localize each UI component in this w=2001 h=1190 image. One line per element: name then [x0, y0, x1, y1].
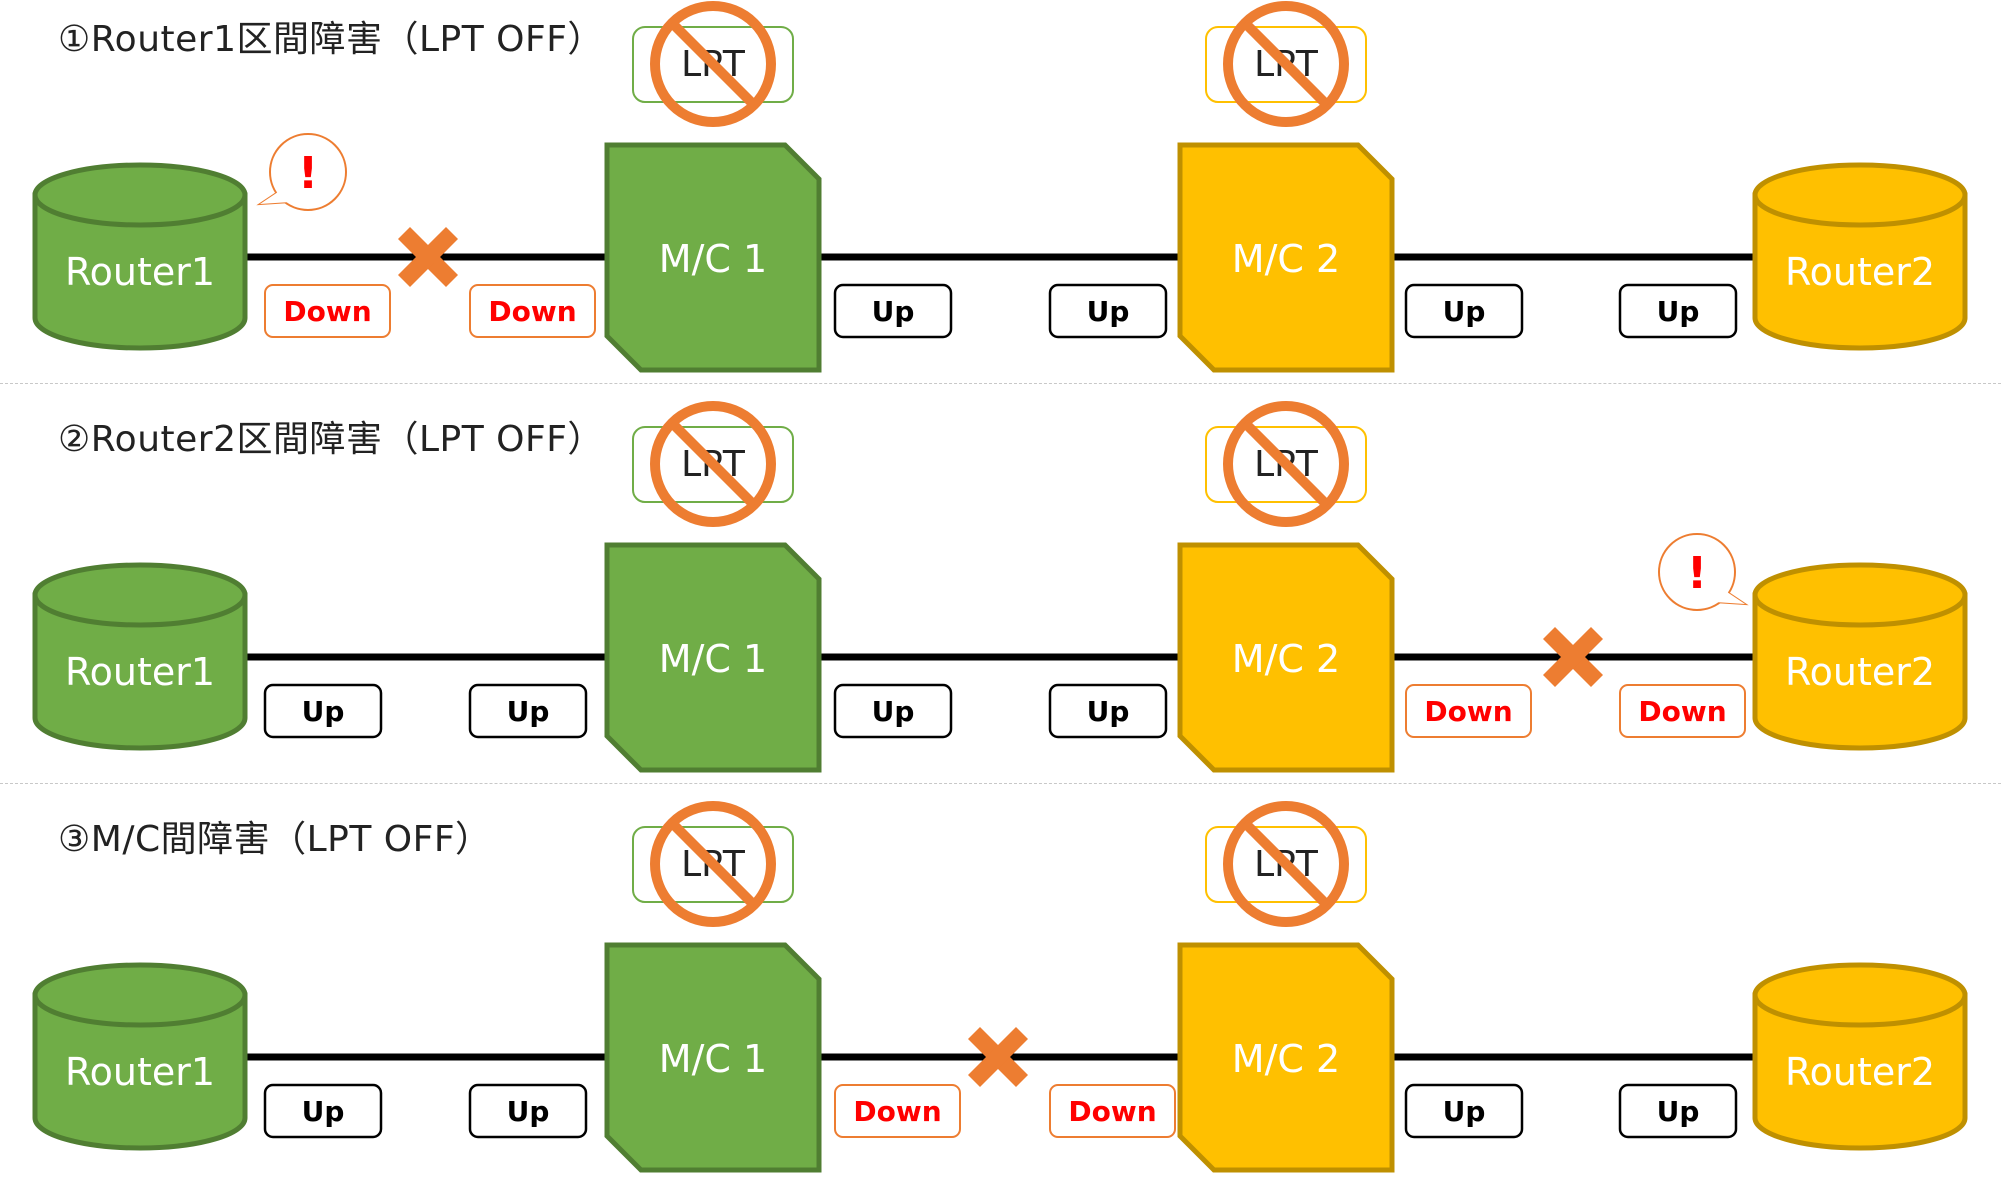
media-converter-2: M/C 2	[1177, 942, 1395, 1173]
section-divider	[0, 783, 2001, 784]
port-status-badge: Down	[1405, 684, 1532, 738]
media-converter-2: M/C 2	[1177, 142, 1395, 373]
port-status-badge: Up	[1048, 683, 1168, 739]
media-converter-2-label: M/C 2	[1232, 637, 1340, 681]
network-diagram: Router1 Router2 M/C 1 M/C 2 LPT LPT! Up Up Up Up D…	[32, 401, 1968, 773]
router1: Router1	[32, 162, 248, 351]
port-status-label: Up	[1657, 1095, 1700, 1128]
port-status-badge: Up	[263, 1083, 383, 1139]
port-status-label: Down	[1424, 695, 1512, 728]
scenario-title: ②Router2区間障害（LPT OFF）	[58, 419, 604, 460]
port-status-label: Down	[283, 295, 371, 328]
lpt-badge-1: LPT	[632, 801, 794, 927]
port-status-label: Down	[853, 1095, 941, 1128]
router2: Router2	[1752, 962, 1968, 1151]
port-status-badge: Up	[1048, 283, 1168, 339]
port-status-badge: Down	[834, 1084, 961, 1138]
scenario-section: ①Router1区間障害（LPT OFF） Router1 Router2 M/C 1…	[0, 0, 2001, 390]
port-status-badge: Down	[469, 284, 596, 338]
scenario-title: ③M/C間障害（LPT OFF）	[58, 819, 492, 860]
prohibited-icon	[1223, 801, 1349, 927]
media-converter-1: M/C 1	[604, 142, 822, 373]
prohibited-icon	[650, 801, 776, 927]
section-divider	[0, 383, 2001, 384]
port-status-label: Up	[507, 1095, 550, 1128]
alert-bubble-icon: !	[1658, 533, 1749, 611]
router2: Router2	[1752, 562, 1968, 751]
router1: Router1	[32, 562, 248, 751]
router1-label: Router1	[65, 1050, 215, 1094]
lpt-badge-1: LPT	[632, 1, 794, 127]
port-status-badge: Up	[1618, 1083, 1738, 1139]
port-status-label: Up	[302, 695, 345, 728]
router2-label: Router2	[1785, 1050, 1935, 1094]
alert-symbol: !	[1687, 548, 1707, 599]
prohibited-icon	[1223, 1, 1349, 127]
prohibited-icon	[650, 401, 776, 527]
alert-bubble-icon: !	[256, 133, 347, 211]
port-status-badge: Up	[833, 283, 953, 339]
media-converter-1-label: M/C 1	[659, 237, 767, 281]
port-status-badge: Up	[1404, 1083, 1524, 1139]
port-status-badge: Up	[468, 1083, 588, 1139]
port-status-label: Down	[1068, 1095, 1156, 1128]
port-status-badge: Up	[468, 683, 588, 739]
port-status-badge: Up	[1618, 283, 1738, 339]
port-status-label: Up	[872, 295, 915, 328]
port-status-label: Up	[302, 1095, 345, 1128]
port-status-label: Up	[1087, 695, 1130, 728]
port-status-label: Up	[872, 695, 915, 728]
network-diagram: Router1 Router2 M/C 1 M/C 2 LPT LPT! Down Down U…	[32, 1, 1968, 373]
network-diagram: Router1 Router2 M/C 1 M/C 2 LPT LPT Up Up Down Do…	[32, 801, 1968, 1173]
media-converter-1-label: M/C 1	[659, 637, 767, 681]
port-status-badge: Down	[1619, 684, 1746, 738]
port-status-label: Up	[507, 695, 550, 728]
scenario-title: ①Router1区間障害（LPT OFF）	[58, 19, 604, 60]
port-status-label: Up	[1087, 295, 1130, 328]
link-failure-icon	[967, 1026, 1029, 1088]
router1-label: Router1	[65, 650, 215, 694]
port-status-badge: Up	[263, 683, 383, 739]
prohibited-icon	[650, 1, 776, 127]
port-status-badge: Down	[264, 284, 391, 338]
media-converter-1: M/C 1	[604, 942, 822, 1173]
router2-label: Router2	[1785, 250, 1935, 294]
router2-label: Router2	[1785, 650, 1935, 694]
media-converter-2: M/C 2	[1177, 542, 1395, 773]
port-status-label: Up	[1657, 295, 1700, 328]
link-failure-icon	[397, 226, 459, 288]
port-status-label: Down	[488, 295, 576, 328]
media-converter-1: M/C 1	[604, 542, 822, 773]
router2: Router2	[1752, 162, 1968, 351]
port-status-label: Down	[1638, 695, 1726, 728]
scenario-section: ②Router2区間障害（LPT OFF） Router1 Router2 M/C 1…	[0, 400, 2001, 790]
lpt-badge-2: LPT	[1205, 401, 1367, 527]
media-converter-2-label: M/C 2	[1232, 237, 1340, 281]
media-converter-1-label: M/C 1	[659, 1037, 767, 1081]
prohibited-icon	[1223, 401, 1349, 527]
scenario-section: ③M/C間障害（LPT OFF） Router1 Router2 M/C 1 M/C 2…	[0, 800, 2001, 1190]
port-status-label: Up	[1443, 1095, 1486, 1128]
alert-symbol: !	[298, 148, 318, 199]
port-status-badge: Up	[833, 683, 953, 739]
port-status-badge: Up	[1404, 283, 1524, 339]
media-converter-2-label: M/C 2	[1232, 1037, 1340, 1081]
router1-label: Router1	[65, 250, 215, 294]
lpt-badge-2: LPT	[1205, 1, 1367, 127]
port-status-label: Up	[1443, 295, 1486, 328]
lpt-badge-1: LPT	[632, 401, 794, 527]
link-failure-icon	[1542, 626, 1604, 688]
port-status-badge: Down	[1049, 1084, 1176, 1138]
lpt-badge-2: LPT	[1205, 801, 1367, 927]
router1: Router1	[32, 962, 248, 1151]
